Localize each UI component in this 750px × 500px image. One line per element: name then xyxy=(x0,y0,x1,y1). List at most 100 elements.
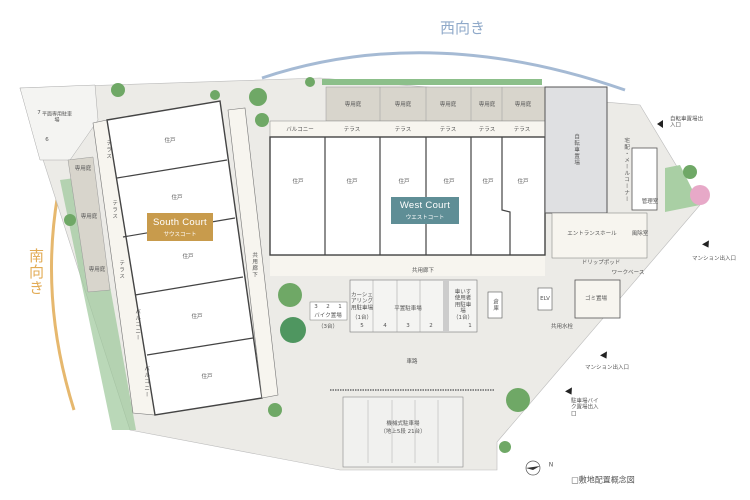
west-garden-label: 専用庭 xyxy=(344,101,362,108)
west-court-name: West Court xyxy=(399,200,451,211)
mechanical-parking-box xyxy=(342,396,464,468)
west-orientation-label: 西向き xyxy=(440,19,486,37)
driveway-label: 車路 xyxy=(406,358,418,365)
south-court-corridor xyxy=(227,107,279,399)
south-court-name: South Court xyxy=(153,216,207,228)
south-corridor-label: 共用廊下 xyxy=(251,252,258,278)
elevator-label: ELV xyxy=(540,295,550,302)
south-orientation-label: 南向き xyxy=(27,248,45,296)
management-block xyxy=(631,147,658,211)
car-parking-area xyxy=(349,279,478,333)
parking-number: 7 xyxy=(37,109,41,116)
west-court-unit-dividers xyxy=(324,137,511,255)
storage-room xyxy=(487,291,503,319)
south-balcony-label: バルコニー xyxy=(143,365,150,399)
bike-number: 3 xyxy=(314,303,318,310)
south-court-gardens xyxy=(67,156,111,293)
bike-parking-area xyxy=(309,301,348,321)
west-garden-label: 専用庭 xyxy=(439,101,457,108)
south-garden-label: 専用庭 xyxy=(80,213,98,220)
bike-parking-label: バイク置場 xyxy=(314,312,342,319)
parking-space-number: 1 xyxy=(468,322,472,329)
south-court-name-jp: サウスコート xyxy=(163,231,197,238)
south-court-badge: South Court サウスコート xyxy=(147,213,213,241)
parking-space-number: 5 xyxy=(360,322,364,329)
mansion-entrance-label: マンション出入口 xyxy=(691,255,737,262)
compass-icon xyxy=(525,460,541,476)
flat-private-parking-label: 平面専用駐車場 xyxy=(42,111,73,123)
west-terrace-label: テラス xyxy=(513,126,531,133)
west-balcony-label: バルコニー xyxy=(286,126,314,133)
top-green-strip xyxy=(322,79,542,85)
west-unit-label: 住戸 xyxy=(517,178,529,185)
bicycle-parking-room xyxy=(544,86,608,214)
bicycle-parking-label: 自転車置場 xyxy=(573,133,580,167)
garbage-room xyxy=(574,279,621,319)
west-court-building xyxy=(269,136,546,256)
west-unit-label: 住戸 xyxy=(443,178,455,185)
west-unit-label: 住戸 xyxy=(346,178,358,185)
car-sharing-label: カーシェアリング用駐車場 xyxy=(351,292,374,312)
trees xyxy=(64,77,697,453)
parking-space-number: 3 xyxy=(406,322,410,329)
compass-north-label: N xyxy=(548,461,554,469)
south-unit-label: 住戸 xyxy=(191,313,203,320)
west-unit-label: 住戸 xyxy=(482,178,494,185)
south-unit-label: 住戸 xyxy=(164,137,176,144)
west-court-gardens xyxy=(325,86,546,122)
work-base-label: ワークベース xyxy=(611,269,645,276)
south-unit-label: 住戸 xyxy=(201,373,213,380)
south-garden-label: 専用庭 xyxy=(88,266,106,273)
wheelchair-parking-label: 車いす使用者用駐車場 xyxy=(454,289,472,315)
parking-entrance-label: 駐車場バイク置場出入口 xyxy=(571,398,599,418)
right-green-corner xyxy=(665,165,700,212)
parking-number: 6 xyxy=(45,136,49,143)
west-terrace-label: テラス xyxy=(439,126,457,133)
bike-number: 2 xyxy=(326,303,330,310)
west-terrace-label: テラス xyxy=(394,126,412,133)
west-garden-label: 専用庭 xyxy=(514,101,532,108)
west-unit-label: 住戸 xyxy=(398,178,410,185)
map-caption: □敷地配置概念図 xyxy=(571,475,635,485)
west-corridor-label: 共用廊下 xyxy=(411,267,435,274)
parking-space-number: 4 xyxy=(383,322,387,329)
flat-parking-label: 平置駐車場 xyxy=(394,305,422,312)
south-unit-label: 住戸 xyxy=(182,253,194,260)
south-balcony-label: バルコニー xyxy=(134,308,141,342)
parking-space-number: 2 xyxy=(429,322,433,329)
west-terrace-label: テラス xyxy=(478,126,496,133)
west-garden-label: 専用庭 xyxy=(394,101,412,108)
west-court-corridor xyxy=(270,256,545,276)
management-office-label: 管理室 xyxy=(641,198,659,205)
west-court-name-jp: ウエストコート xyxy=(405,215,445,221)
west-unit-label: 住戸 xyxy=(292,178,304,185)
left-green-strip xyxy=(60,176,136,430)
delivery-corner-label: 宅配・メールコーナー xyxy=(623,137,630,203)
storage-label: 倉庫 xyxy=(492,298,499,312)
south-terrace-label: テラス xyxy=(105,140,112,160)
south-terrace-label: テラス xyxy=(118,260,125,280)
wheelchair-hatch xyxy=(443,280,449,332)
windbreak-room-label: 風除室 xyxy=(631,230,649,237)
south-terrace-label: テラス xyxy=(111,200,118,220)
west-orientation-arc xyxy=(261,51,626,92)
south-unit-label: 住戸 xyxy=(171,194,183,201)
south-garden-label: 専用庭 xyxy=(74,165,92,172)
bicycle-entrance-label: 自転車置場出入口 xyxy=(670,116,704,129)
mechanical-parking-detail: （地上5段 21台） xyxy=(380,428,426,435)
bike-parking-count: （3台） xyxy=(318,323,338,330)
car-sharing-count: （1台） xyxy=(352,314,372,321)
west-court-badge: West Court ウエストコート xyxy=(391,197,459,224)
mansion-entrance-label: マンション出入口 xyxy=(584,364,630,371)
west-garden-label: 専用庭 xyxy=(478,101,496,108)
flat-parking-area xyxy=(19,84,99,161)
entrance-hall-label: エントランスホール xyxy=(567,230,617,237)
drip-pod-label: ドリップポッド xyxy=(581,259,621,266)
water-tap-label: 共用水栓 xyxy=(550,323,574,330)
bicycle-entrance-arrow-icon xyxy=(657,120,663,128)
west-terrace-label: テラス xyxy=(343,126,361,133)
mechanical-parking-label: 機械式駐車場 xyxy=(386,420,420,427)
garbage-room-label: ゴミ置場 xyxy=(584,295,608,302)
wheelchair-parking-count: （1台） xyxy=(453,314,473,321)
